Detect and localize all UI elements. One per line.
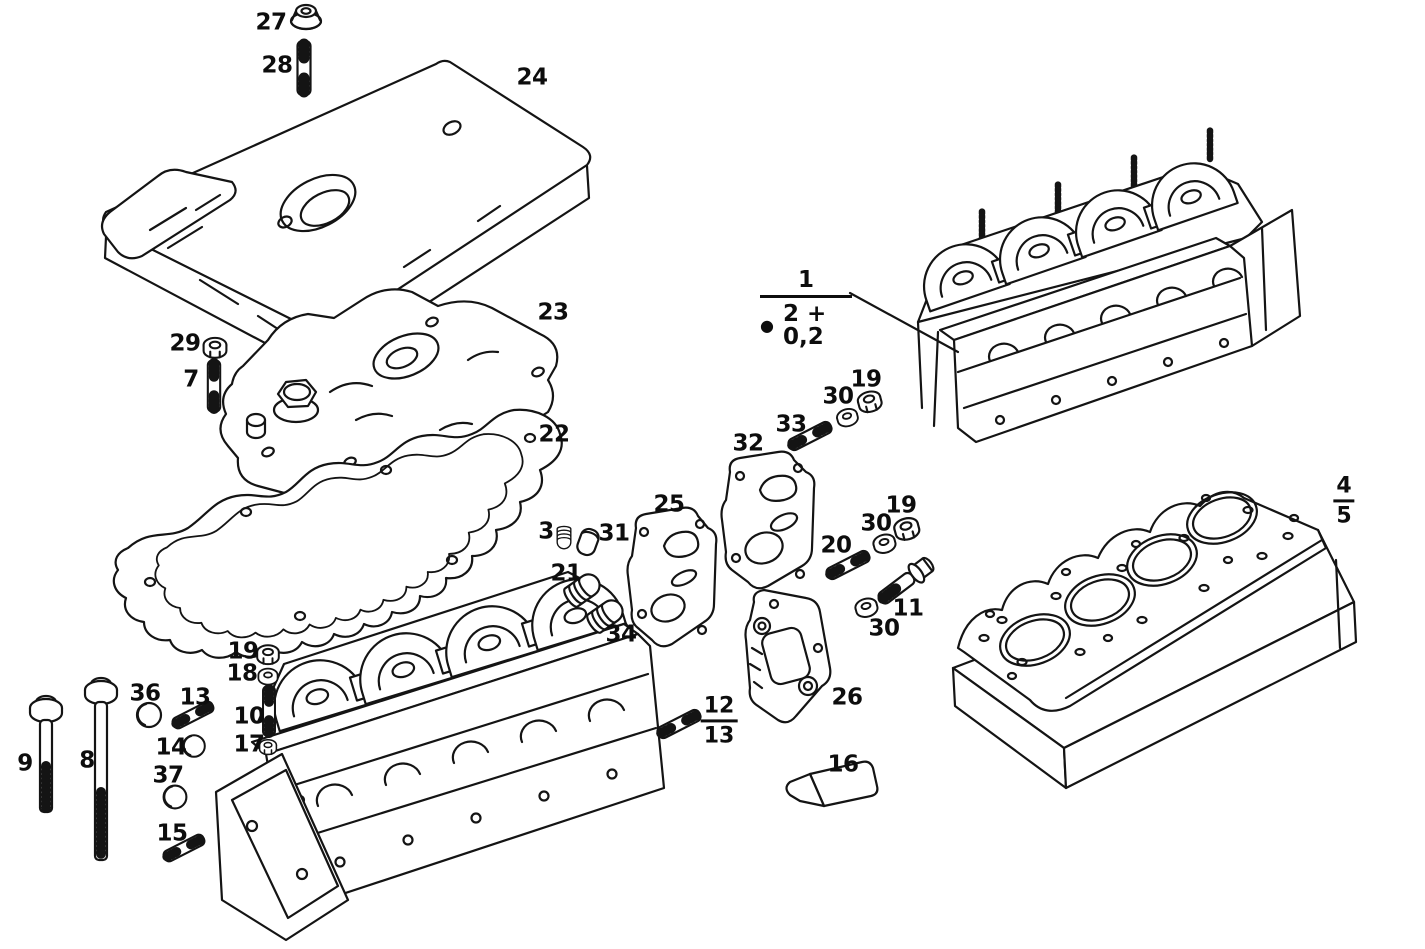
part-37-plug (162, 784, 188, 810)
part-8-bolt (83, 676, 119, 862)
callout-13b: 13 (703, 723, 735, 749)
callout-36: 36 (129, 680, 161, 707)
callout-33: 33 (775, 411, 807, 438)
callout-18: 18 (226, 660, 258, 687)
callout-15: 15 (156, 820, 188, 847)
callout-30-a: 30 (822, 383, 854, 410)
callout-9: 9 (17, 750, 33, 777)
callout-20: 20 (820, 532, 852, 559)
leader-line-1 (848, 291, 960, 354)
callout-7: 7 (183, 366, 199, 393)
callout-32: 32 (732, 430, 764, 457)
callout-12-13: 12 13 (700, 694, 738, 749)
callout-19-a: 19 (850, 366, 882, 393)
callout-26: 26 (831, 684, 863, 711)
part-9-bolt (28, 694, 64, 814)
assembly-dimension: 2 + 0,2 (782, 301, 827, 350)
part-22-valve-cover-gasket (112, 408, 563, 659)
callout-29: 29 (169, 330, 201, 357)
callout-25: 25 (653, 491, 685, 518)
part-28-stud (298, 41, 311, 95)
callout-19-c: 19 (227, 638, 259, 665)
part-25-end-plate-gasket (626, 506, 718, 648)
callout-27: 27 (255, 9, 287, 36)
callout-30-b: 30 (860, 510, 892, 537)
part-36-plug (135, 701, 163, 729)
part-7-stud (208, 360, 220, 411)
cylinder-head (214, 570, 666, 942)
callout-4-5: 4 5 (1333, 474, 1355, 529)
callout-13: 13 (179, 684, 211, 711)
part-19-nut-b (891, 514, 923, 544)
callout-5: 5 (1336, 503, 1352, 529)
callout-8: 8 (79, 747, 95, 774)
part-12-13-stud (656, 708, 702, 740)
part-30-washer-a (834, 405, 861, 430)
callout-22: 22 (538, 421, 570, 448)
callout-14: 14 (155, 734, 187, 761)
callout-assembly-1: 1 ● 2 + 0,2 (760, 269, 852, 349)
part-26-bracket (744, 588, 832, 724)
callout-28: 28 (261, 52, 293, 79)
callout-23: 23 (537, 299, 569, 326)
part-32-end-plate (720, 450, 816, 590)
callout-12: 12 (700, 694, 738, 723)
assembly-number: 1 (760, 269, 852, 298)
callout-4: 4 (1333, 474, 1355, 503)
part-11-bolt (877, 556, 935, 605)
callout-30-c: 30 (868, 615, 900, 642)
callout-19-b: 19 (885, 492, 917, 519)
callout-16: 16 (827, 751, 859, 778)
part-10-stud (263, 686, 275, 736)
part-4-5-head-gasket (951, 490, 1358, 790)
bullet-icon: ● (760, 316, 774, 335)
part-29-nut (202, 336, 228, 359)
part-27-nut (289, 3, 323, 31)
part-24-valve-cover (100, 59, 592, 370)
callout-17: 17 (233, 731, 265, 758)
callout-21: 21 (550, 560, 582, 587)
callout-34: 34 (605, 621, 637, 648)
part-19-nut-a (855, 388, 885, 416)
part-3-plug (556, 525, 572, 550)
callout-24: 24 (516, 64, 548, 91)
callout-11: 11 (892, 595, 924, 622)
callout-31: 31 (598, 520, 630, 547)
callout-37: 37 (152, 762, 184, 789)
part-1-cylinder-head-assembly (916, 125, 1302, 444)
callout-3: 3 (538, 518, 554, 545)
callout-10: 10 (233, 703, 265, 730)
part-31-plug (576, 527, 600, 557)
part-16-sealant-tube (785, 760, 879, 808)
part-18-washer (257, 667, 279, 686)
part-19-nut-c (256, 644, 280, 666)
